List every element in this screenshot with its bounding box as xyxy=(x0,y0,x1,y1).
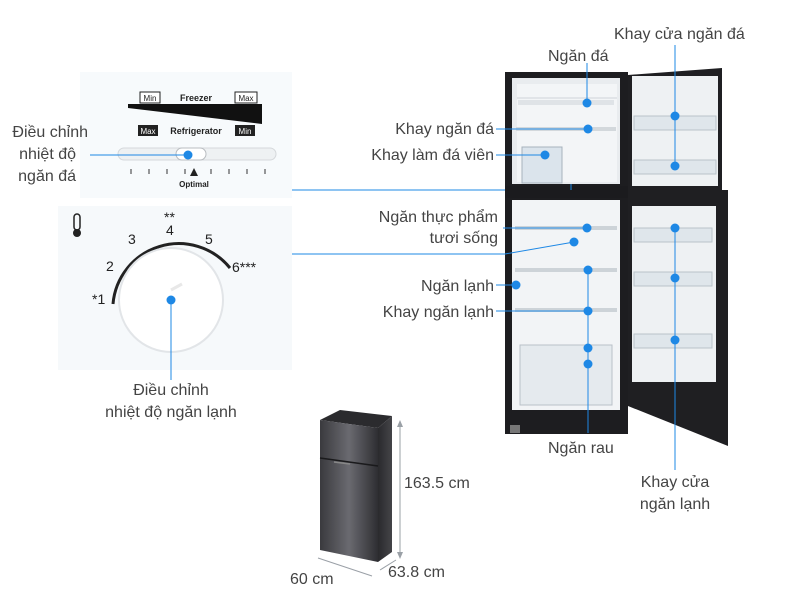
marker-ice-tray xyxy=(583,124,593,134)
freezer-min-label: Min xyxy=(144,94,157,103)
dial-number-3: 3 xyxy=(128,231,136,247)
label-ice-cube-tray: Khay làm đá viên xyxy=(371,147,494,164)
refrigerator-min-label: Min xyxy=(239,127,252,136)
refrigerator-max-label: Max xyxy=(140,127,155,136)
label-fridge-compartment: Ngăn lạnh xyxy=(421,278,494,295)
marker-ice-door-tray-1 xyxy=(670,111,680,121)
dimension-width: 60 cm xyxy=(290,571,334,588)
dial-number-6: 6*** xyxy=(232,259,257,275)
freezer-label: Freezer xyxy=(180,93,213,103)
marker-vegetable-drawer xyxy=(583,359,593,369)
marker-fridge-compartment xyxy=(511,280,521,290)
closed-refrigerator xyxy=(317,410,403,577)
label-vegetable-drawer: Ngăn rau xyxy=(548,440,614,457)
dial-number-4: 4 xyxy=(166,222,174,238)
marker-fridge-tray xyxy=(583,306,593,316)
vegetable-drawer xyxy=(519,344,613,406)
marker-fridge-door-tray-3 xyxy=(670,335,680,345)
dial-number-4-stars: ** xyxy=(164,209,175,225)
optimal-arrow-icon xyxy=(190,168,198,176)
dial-number-2: 2 xyxy=(106,258,114,274)
marker-ice-cube-tray xyxy=(540,150,550,160)
label-fresh-food-line2: tươi sống xyxy=(429,230,498,247)
open-refrigerator xyxy=(505,68,728,446)
dial-number-5: 5 xyxy=(205,231,213,247)
marker-ice-compartment xyxy=(582,98,592,108)
label-fridge-temp-line1: Điều chỉnh xyxy=(133,382,209,399)
marker-fridge-dial xyxy=(166,295,176,305)
label-fresh-food-line1: Ngăn thực phẩm xyxy=(378,209,498,226)
marker-fridge-door-tray-2 xyxy=(670,273,680,283)
marker-fridge-control xyxy=(569,237,579,247)
label-fridge-tray: Khay ngăn lạnh xyxy=(382,304,494,321)
freezer-control-panel: Min Freezer Max Max Refrigerator Min Opt… xyxy=(80,72,292,198)
freezer-max-label: Max xyxy=(238,94,253,103)
marker-fresh-food xyxy=(582,223,592,233)
dimension-depth: 63.8 cm xyxy=(388,564,445,581)
fridge-dial-panel: *1 2 3 ** 4 5 6*** xyxy=(58,206,292,370)
label-ice-compartment: Ngăn đá xyxy=(548,48,609,65)
label-fridge-temp-line2: nhiệt độ ngăn lạnh xyxy=(105,404,237,421)
label-freezer-temp-line1: Điều chỉnh xyxy=(12,124,88,141)
temperature-wedge xyxy=(128,104,262,124)
dimension-height: 163.5 cm xyxy=(404,475,470,492)
marker-dots xyxy=(166,98,680,369)
marker-freezer-slider xyxy=(183,150,193,160)
label-freezer-temp-line2: nhiệt độ xyxy=(19,146,76,163)
thermometer-icon xyxy=(73,213,81,237)
label-fridge-door-tray-line1: Khay cửa xyxy=(640,474,710,491)
refrigerator-label: Refrigerator xyxy=(170,126,222,136)
marker-fridge-shelf-1 xyxy=(583,265,593,275)
optimal-label: Optimal xyxy=(179,180,209,189)
label-fridge-door-tray-line2: ngăn lạnh xyxy=(639,496,711,513)
label-ice-tray: Khay ngăn đá xyxy=(395,121,494,138)
marker-fridge-shelf-3 xyxy=(583,343,593,353)
label-ice-door-tray: Khay cửa ngăn đá xyxy=(614,26,745,43)
dial-number-1: *1 xyxy=(92,291,105,307)
marker-fridge-door-tray-1 xyxy=(670,223,680,233)
dial-scale-arc xyxy=(111,242,232,305)
marker-ice-door-tray-2 xyxy=(670,161,680,171)
label-freezer-temp-line3: ngăn đá xyxy=(18,168,76,185)
